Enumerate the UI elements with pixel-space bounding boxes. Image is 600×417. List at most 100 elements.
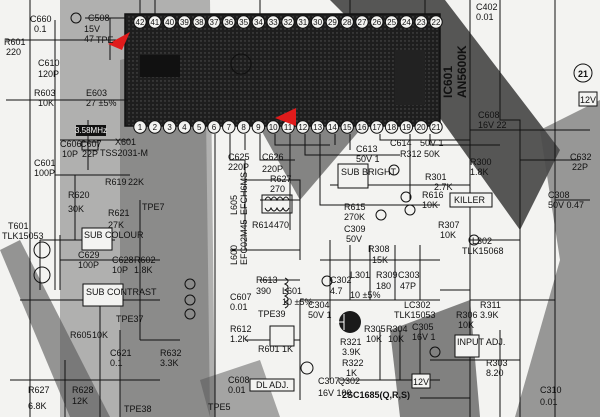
ic-bottom-pin-label-10: 10	[269, 123, 278, 132]
label-sub-colour: SUB COLOUR	[84, 230, 144, 240]
ic-bottom-pin-label-8: 8	[241, 123, 246, 132]
ic-top-pin-label-29: 29	[328, 18, 337, 27]
ic-top-pin-label-37: 37	[210, 18, 219, 27]
ic-top-pin-30	[310, 15, 325, 29]
label-r308-value: 15K	[372, 255, 388, 265]
label-t601: T601	[8, 221, 29, 231]
label-r601: R601	[4, 37, 26, 47]
ic-top-pin-label-30: 30	[313, 18, 322, 27]
ic-top-pin-label-38: 38	[195, 18, 204, 27]
label-r322: R322	[342, 358, 364, 368]
label-r301-value: 2.7K	[434, 182, 453, 192]
label-c614-value: 50V 1	[420, 138, 444, 148]
label-r603-value: 10K	[38, 98, 54, 108]
label-c508: C508	[88, 13, 110, 23]
label-r602-value: 1.8K	[134, 265, 153, 275]
label-c402-value: 0.01	[476, 12, 494, 22]
ic-bottom-pin-label-16: 16	[358, 123, 367, 132]
ic-bottom-pin-10	[266, 120, 280, 134]
ic-top-pin-label-41: 41	[150, 18, 159, 27]
label-c628-value: 10P	[112, 265, 128, 275]
ic-top-pin-label-25: 25	[387, 18, 396, 27]
label-r312-value: 50K	[424, 149, 440, 159]
ic-top-pin-34	[251, 15, 266, 29]
label-r304: R304	[386, 324, 408, 334]
label-c304-value: 50V 1	[308, 310, 332, 320]
label-c629: C629	[78, 250, 100, 260]
ic-bottom-pin-4	[177, 120, 192, 134]
label-r601b-value: 1K	[282, 344, 293, 354]
ic-bottom-pin-label-11: 11	[284, 123, 293, 132]
label-r321-value: 3.9K	[342, 347, 361, 357]
label-c508-voltage: 15V	[84, 24, 100, 34]
ic-name-label: IC601	[441, 66, 455, 98]
label-r312: R312	[400, 149, 422, 159]
label-c303: C303	[398, 270, 420, 280]
label-c303-value: 47P	[400, 281, 416, 291]
label-r620: R620	[68, 190, 90, 200]
label-c607b: C607	[230, 292, 252, 302]
ic601-package	[124, 13, 441, 127]
ic-top-pin-33	[266, 15, 280, 29]
label-c305: C305	[412, 322, 434, 332]
label-l302a-value: TLK15068	[462, 246, 504, 256]
label-c629-value: 100P	[78, 260, 99, 270]
ic-top-pin-26	[370, 15, 384, 29]
label-r601b: R601	[258, 344, 280, 354]
ic-bottom-pin-12	[296, 120, 310, 134]
label-r306: R306	[456, 310, 478, 320]
label-c608b: C608	[478, 110, 500, 120]
ic-top-pin-label-31: 31	[298, 18, 307, 27]
label-r605: R605	[70, 330, 92, 340]
label-c660-value: 0.1	[34, 24, 47, 34]
label-l601: L601	[282, 286, 302, 296]
label-r615: R615	[344, 202, 366, 212]
label-c613: C613	[356, 144, 378, 154]
label-r612: R612	[230, 324, 252, 334]
label-r613: R613	[256, 275, 278, 285]
ic-top-pin-label-42: 42	[136, 18, 145, 27]
label-section-21: 21	[578, 69, 588, 79]
label-l605: L605	[229, 195, 239, 215]
label-r300: R300	[470, 157, 492, 167]
label-c632: C632	[570, 152, 592, 162]
ic-top-pin-label-24: 24	[402, 18, 411, 27]
label-r300-value: 1.8K	[470, 167, 489, 177]
ic-top-pin-36	[222, 15, 236, 29]
label-c607-value: 22P	[82, 149, 98, 159]
ic-bottom-pin-19	[399, 120, 414, 134]
label-e603-value: 27 ±5%	[86, 98, 116, 108]
label-r628-value: 12K	[72, 396, 88, 406]
ic-bottom-pin-3	[162, 120, 177, 134]
label-c625: C625	[228, 152, 250, 162]
label-tpe7: TPE7	[142, 202, 165, 212]
label-c621-value: 0.1	[110, 358, 123, 368]
label-c608-value: 0.01	[228, 385, 246, 395]
label-c307-value: 16V 100	[318, 388, 352, 398]
ic-bottom-pin-label-5: 5	[197, 123, 202, 132]
label-r309: R309	[376, 270, 398, 280]
label-l600-value: EFC02M45	[239, 219, 249, 265]
label-sub-contrast: SUB CONTRAST	[86, 287, 157, 297]
ic-bottom-pin-7	[222, 120, 236, 134]
label-r305: R305	[364, 324, 386, 334]
label-c628: C628	[112, 255, 134, 265]
label-lc302: LC302	[404, 300, 431, 310]
ic-bottom-pin-5	[192, 120, 206, 134]
label-r616-value: 10K	[422, 200, 438, 210]
label-r311: R311	[480, 300, 501, 310]
ic-bottom-pin-2	[148, 120, 162, 134]
label-tpe: TPE	[96, 35, 114, 45]
ic-bottom-pin-label-20: 20	[417, 123, 426, 132]
label-dl-adj: DL ADJ.	[256, 380, 289, 390]
label-x601: X601	[115, 137, 136, 147]
label-r306-value: 10K	[458, 320, 474, 330]
ic-bottom-pin-label-6: 6	[212, 123, 217, 132]
label-r632: R632	[160, 348, 182, 358]
component-labels: C660 0.1 C508 15V 47 TPE R601 220 C610 1…	[2, 2, 596, 414]
label-r619-value: 22K	[128, 177, 144, 187]
ic-top-pin-label-23: 23	[417, 18, 426, 27]
label-r305-value: 10K	[366, 334, 382, 344]
label-transistor-type: 2SC1685(Q,R,S)	[342, 390, 410, 400]
label-r628: R628	[72, 385, 94, 395]
